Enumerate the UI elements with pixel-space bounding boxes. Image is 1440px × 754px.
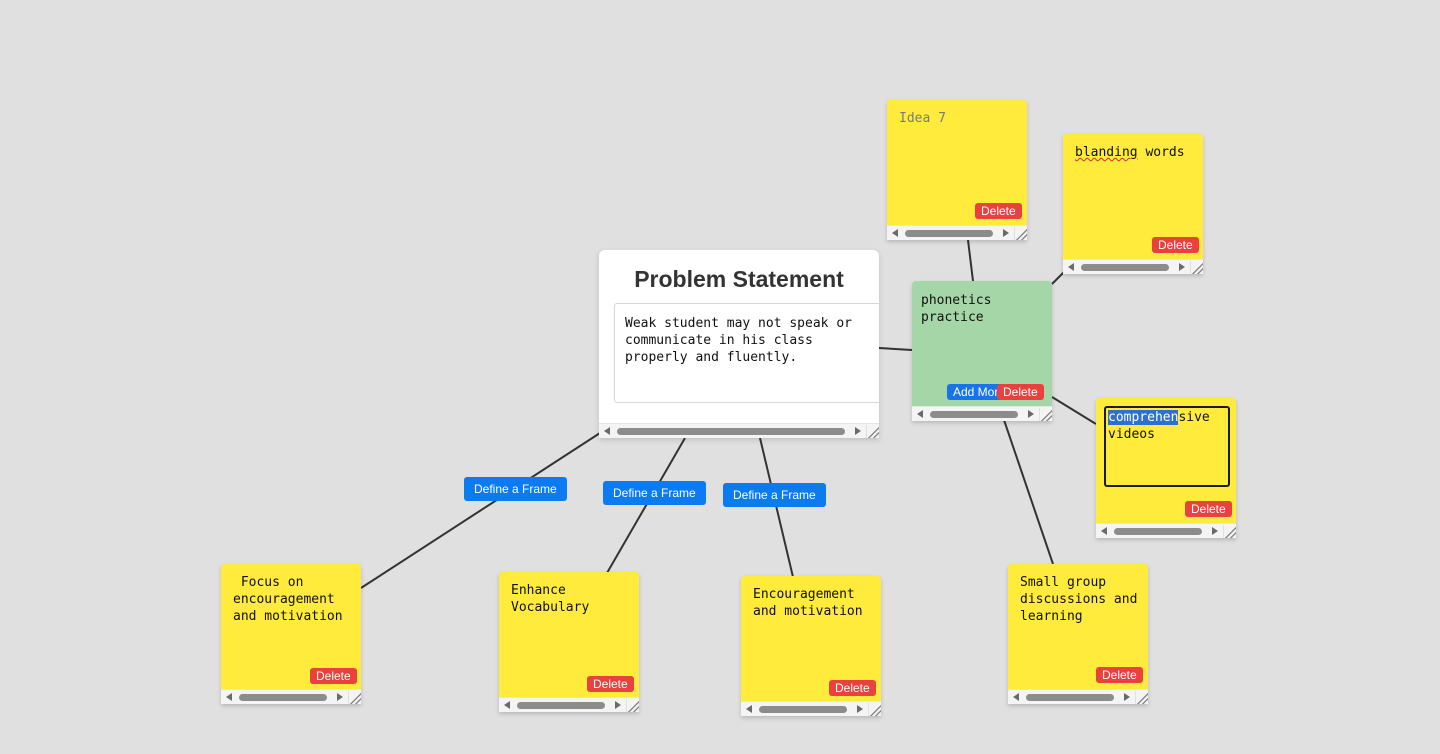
horizontal-scrollbar[interactable] (741, 701, 881, 716)
note-text[interactable]: blanding words (1075, 144, 1195, 161)
horizontal-scrollbar[interactable] (1063, 259, 1203, 274)
scroll-right-arrow-icon[interactable] (857, 705, 863, 713)
selected-text: comprehen (1108, 410, 1179, 425)
resize-grip-icon[interactable] (1014, 227, 1027, 240)
scroll-left-arrow-icon[interactable] (892, 229, 898, 237)
delete-button[interactable]: Delete (997, 384, 1044, 400)
sticky-note-phonetics[interactable]: phonetics practice Add More Delete (912, 281, 1052, 421)
scroll-thumb[interactable] (930, 411, 1018, 418)
scroll-thumb[interactable] (517, 702, 605, 709)
scroll-right-arrow-icon[interactable] (1003, 229, 1009, 237)
problem-statement-title: Problem Statement (634, 266, 844, 292)
note-text[interactable]: comprehensive videos (1108, 409, 1228, 443)
resize-grip-icon[interactable] (868, 703, 881, 716)
note-text[interactable]: Focus on encouragement and motivation (233, 575, 343, 624)
link-phonetics-comprehensive (1051, 396, 1097, 425)
scroll-right-arrow-icon[interactable] (1124, 693, 1130, 701)
resize-grip-icon[interactable] (1135, 691, 1148, 704)
scroll-left-arrow-icon[interactable] (746, 705, 752, 713)
sticky-note-vocabulary[interactable]: Enhance Vocabulary Delete (499, 572, 639, 712)
horizontal-scrollbar[interactable] (1096, 523, 1236, 538)
resize-grip-icon[interactable] (626, 699, 639, 712)
scroll-left-arrow-icon[interactable] (1068, 263, 1074, 271)
link-problem-phonetics (878, 347, 913, 351)
problem-statement-text: Weak student may not speak or communicat… (625, 316, 852, 365)
focused-textarea[interactable] (1104, 406, 1230, 487)
horizontal-scrollbar[interactable] (887, 225, 1027, 240)
link-problem-focus (360, 432, 601, 589)
note-text[interactable]: Small group discussions and learning (1020, 575, 1146, 624)
resize-grip-icon[interactable] (348, 691, 361, 704)
problem-statement-textarea[interactable]: Weak student may not speak or communicat… (614, 303, 879, 403)
resize-grip-icon[interactable] (1223, 525, 1236, 538)
sticky-note-focus[interactable]: Focus on encouragement and motivation De… (221, 564, 361, 704)
define-frame-button[interactable]: Define a Frame (464, 477, 567, 501)
delete-button[interactable]: Delete (1096, 667, 1143, 683)
sticky-note-comprehensive-videos[interactable]: comprehensive videos Delete (1096, 398, 1236, 538)
horizontal-scrollbar[interactable] (912, 406, 1052, 421)
problem-statement-card: Problem Statement Weak student may not s… (599, 250, 879, 438)
scroll-thumb[interactable] (239, 694, 327, 701)
delete-button[interactable]: Delete (975, 203, 1022, 219)
define-frame-button[interactable]: Define a Frame (723, 483, 826, 507)
note-text-rest: words (1137, 145, 1185, 160)
scroll-left-arrow-icon[interactable] (1101, 527, 1107, 535)
scroll-thumb[interactable] (905, 230, 993, 237)
define-frame-button[interactable]: Define a Frame (603, 481, 706, 505)
note-text-rest: sive videos (1108, 410, 1210, 442)
link-phonetics-blanding (1051, 271, 1065, 285)
sticky-note-idea-7[interactable]: Idea 7 Delete (887, 100, 1027, 240)
sticky-note-small-group[interactable]: Small group discussions and learning Del… (1008, 564, 1148, 704)
scroll-left-arrow-icon[interactable] (917, 410, 923, 418)
scroll-right-arrow-icon[interactable] (855, 427, 861, 435)
scroll-left-arrow-icon[interactable] (604, 427, 610, 435)
note-text[interactable]: Encouragement and motivation (753, 587, 863, 619)
horizontal-scrollbar[interactable] (599, 423, 879, 438)
scroll-right-arrow-icon[interactable] (1212, 527, 1218, 535)
link-problem-encourage (759, 437, 794, 578)
scroll-thumb[interactable] (1081, 264, 1169, 271)
delete-button[interactable]: Delete (310, 668, 357, 684)
scroll-thumb[interactable] (617, 428, 845, 435)
resize-grip-icon[interactable] (866, 425, 879, 438)
scroll-left-arrow-icon[interactable] (226, 693, 232, 701)
resize-grip-icon[interactable] (1190, 261, 1203, 274)
scroll-right-arrow-icon[interactable] (615, 701, 621, 709)
note-text[interactable]: Enhance Vocabulary (511, 583, 590, 615)
scroll-thumb[interactable] (1026, 694, 1114, 701)
add-more-button[interactable]: Add More (947, 384, 1005, 400)
link-problem-vocab (606, 437, 686, 574)
horizontal-scrollbar[interactable] (499, 697, 639, 712)
delete-button[interactable]: Delete (1185, 501, 1232, 517)
link-phonetics-smallgroup (1003, 419, 1054, 565)
scroll-right-arrow-icon[interactable] (1179, 263, 1185, 271)
scroll-left-arrow-icon[interactable] (504, 701, 510, 709)
horizontal-scrollbar[interactable] (1008, 689, 1148, 704)
sticky-note-encouragement[interactable]: Encouragement and motivation Delete (741, 576, 881, 716)
scroll-thumb[interactable] (1114, 528, 1202, 535)
delete-button[interactable]: Delete (587, 676, 634, 692)
delete-button[interactable]: Delete (1152, 237, 1199, 253)
note-placeholder[interactable]: Idea 7 (899, 111, 946, 126)
scroll-right-arrow-icon[interactable] (1028, 410, 1034, 418)
scroll-right-arrow-icon[interactable] (337, 693, 343, 701)
misspelled-word: blanding (1075, 145, 1138, 160)
resize-grip-icon[interactable] (1039, 408, 1052, 421)
link-phonetics-idea7 (967, 239, 974, 282)
sticky-note-blanding-words[interactable]: blanding words Delete (1063, 134, 1203, 274)
note-text[interactable]: phonetics practice (921, 293, 1000, 325)
delete-button[interactable]: Delete (829, 680, 876, 696)
horizontal-scrollbar[interactable] (221, 689, 361, 704)
scroll-thumb[interactable] (759, 706, 847, 713)
scroll-left-arrow-icon[interactable] (1013, 693, 1019, 701)
